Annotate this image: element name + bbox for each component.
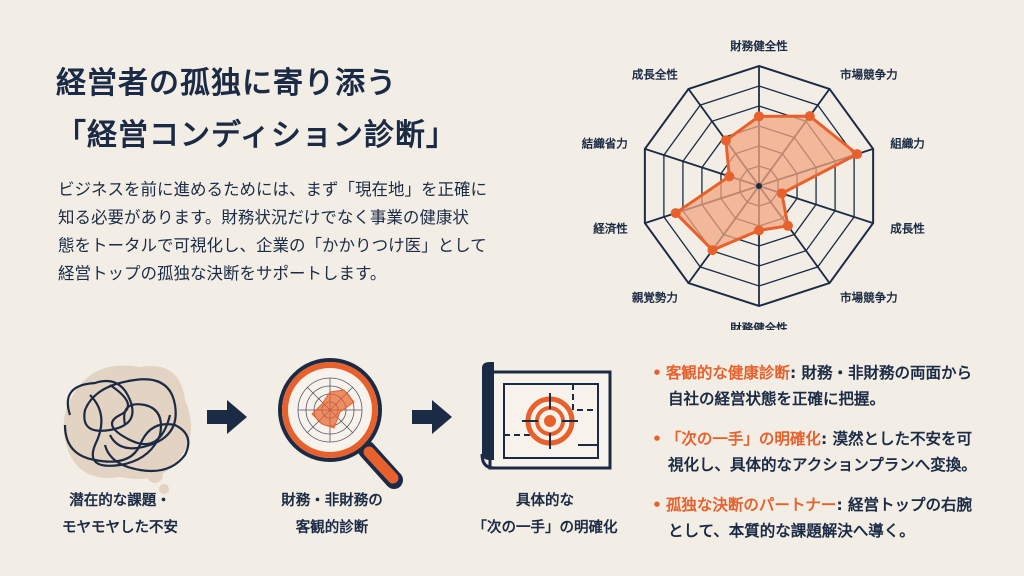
- step-caption-3: 具体的な 「次の一手」の明確化: [445, 488, 645, 542]
- radar-data-point: [754, 225, 764, 236]
- arrow-right-icon: [207, 400, 247, 434]
- caption-line: モヤモヤした不安: [62, 520, 178, 536]
- benefit-text: : 経営トップの右腕: [836, 496, 973, 514]
- radar-axis-label: 財務健全性: [729, 39, 788, 53]
- lead-line: ビジネスを前に進めるためには、まず「現在地」を正確に: [58, 180, 487, 199]
- benefit-text: 自社の経営状態を正確に把握。: [668, 390, 886, 408]
- radar-data-point: [720, 135, 731, 146]
- radar-data-point: [670, 208, 681, 219]
- caption-line: 客観的診断: [295, 520, 369, 536]
- radar-data-point: [852, 149, 863, 160]
- benefit-text: として、本質的な課題解決へ導く。: [668, 522, 915, 540]
- radar-series-area: [674, 114, 859, 252]
- step-caption-1: 潜在的な課題・ モヤモヤした不安: [20, 488, 220, 542]
- page-title: 経営者の孤独に寄り添う 「経営コンディション診断」: [56, 58, 457, 162]
- bullet-dot-icon: •: [652, 496, 662, 514]
- radar-data-point: [754, 111, 764, 122]
- radar-data-point: [804, 111, 815, 122]
- benefit-heading: 客観的な健康診断: [665, 364, 790, 382]
- benefit-text: : 財務・非財務の両面から: [789, 364, 973, 382]
- benefit-heading: 「次の一手」の明確化: [665, 430, 821, 448]
- benefit-item: •孤独な決断のパートナー: 経営トップの右腕 として、本質的な課題解決へ導く。: [652, 492, 977, 544]
- benefit-item: •「次の一手」の明確化: 漠然とした不安を可 視化し、具体的なアクションプランへ…: [652, 426, 977, 478]
- lead-line: 経営トップの孤独な決断をサポートします。: [58, 264, 387, 283]
- caption-line: 潜在的な課題・: [69, 493, 171, 509]
- radar-data-point: [724, 171, 735, 182]
- radar-axis-label: 市場競争力: [840, 291, 898, 305]
- radar-axis-label: 市場競争力: [840, 67, 898, 81]
- bullet-dot-icon: •: [652, 364, 662, 382]
- bullet-dot-icon: •: [652, 430, 662, 448]
- radar-axis-label: 成長全性: [632, 67, 678, 81]
- radar-data-point: [707, 245, 718, 256]
- radar-axis-label: 親覚勢力: [632, 291, 678, 305]
- title-line-2: 「経営コンディション診断」: [56, 118, 457, 153]
- radar-axis-label: 成長性: [890, 222, 925, 236]
- benefit-list: •客観的な健康診断: 財務・非財務の両面から 自社の経営状態を正確に把握。 •「…: [652, 360, 977, 558]
- radar-axis-label: 経済性: [593, 222, 628, 236]
- arrow-right-icon: [412, 400, 452, 434]
- benefit-text: : 漠然とした不安を可: [820, 430, 973, 448]
- step-caption-2: 財務・非財務の 客観的診断: [232, 488, 432, 542]
- magnifier-radar-icon: [278, 358, 403, 489]
- radar-axis-label: 組織力: [890, 136, 925, 150]
- radar-axis-label: 財務健全性: [729, 321, 788, 330]
- benefit-heading: 孤独な決断のパートナー: [665, 496, 837, 514]
- title-line-1: 経営者の孤独に寄り添う: [56, 66, 397, 101]
- radar-axis-label: 結織省力: [582, 136, 628, 150]
- caption-line: 「次の一手」の明確化: [472, 520, 618, 536]
- tangled-thoughts-icon: [63, 365, 192, 494]
- lead-line: 知る必要があります。財務状況だけでなく事業の健康状: [58, 208, 469, 227]
- caption-line: 財務・非財務の: [281, 493, 383, 509]
- caption-line: 具体的な: [516, 493, 574, 509]
- lead-paragraph: ビジネスを前に進めるためには、まず「現在地」を正確に 知る必要があります。財務状…: [58, 176, 508, 288]
- blueprint-target-icon: [480, 362, 612, 470]
- benefit-text: 視化し、具体的なアクションプランへ変換。: [668, 456, 977, 474]
- lead-line: 態をトータルで可視化し、企業の「かかりつけ医」として: [58, 236, 487, 255]
- radar-center: [756, 183, 762, 189]
- benefit-item: •客観的な健康診断: 財務・非財務の両面から 自社の経営状態を正確に把握。: [652, 360, 977, 412]
- radar-data-point: [782, 220, 793, 231]
- radar-data-point: [776, 188, 787, 199]
- radar-chart: 財務健全性市場競争力組織力成長性市場競争力財務健全性親覚勢力経済性結織省力成長全…: [582, 39, 925, 330]
